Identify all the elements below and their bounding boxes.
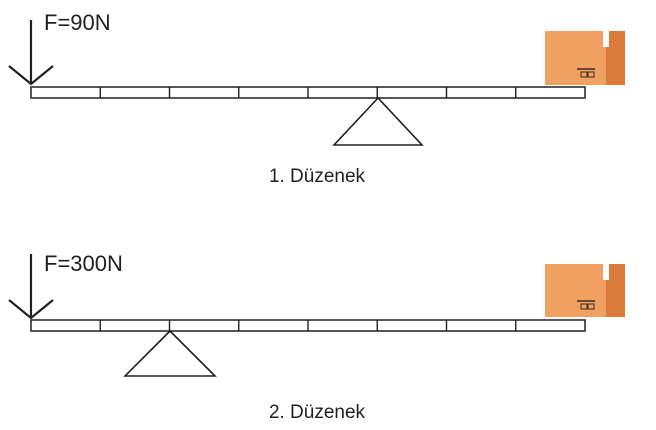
caption-1: 1. Düzenek <box>269 166 366 187</box>
setup-2: F=300N 2. Düzenek <box>8 251 625 423</box>
box-side <box>606 264 625 317</box>
box-tape <box>603 264 609 280</box>
setup-1: F=90N 1. Düzenek <box>8 10 625 187</box>
force-label-2: F=300N <box>44 251 123 276</box>
force-arrow-1: F=90N <box>8 10 111 86</box>
fulcrum-triangle-icon <box>332 96 424 146</box>
fulcrum-triangle-icon <box>123 329 217 377</box>
box-front <box>545 31 606 85</box>
lever-beam-1 <box>30 86 586 99</box>
box-front <box>545 264 606 317</box>
down-arrow-icon <box>8 20 54 86</box>
lever-beam-2 <box>30 319 586 332</box>
box-tape <box>603 31 609 47</box>
force-arrow-2: F=300N <box>8 251 123 320</box>
cardboard-box-icon <box>545 31 625 85</box>
box-side <box>606 31 625 85</box>
force-label-1: F=90N <box>44 10 111 35</box>
caption-2: 2. Düzenek <box>269 402 366 423</box>
down-arrow-icon <box>8 254 54 320</box>
cardboard-box-icon <box>545 264 625 317</box>
